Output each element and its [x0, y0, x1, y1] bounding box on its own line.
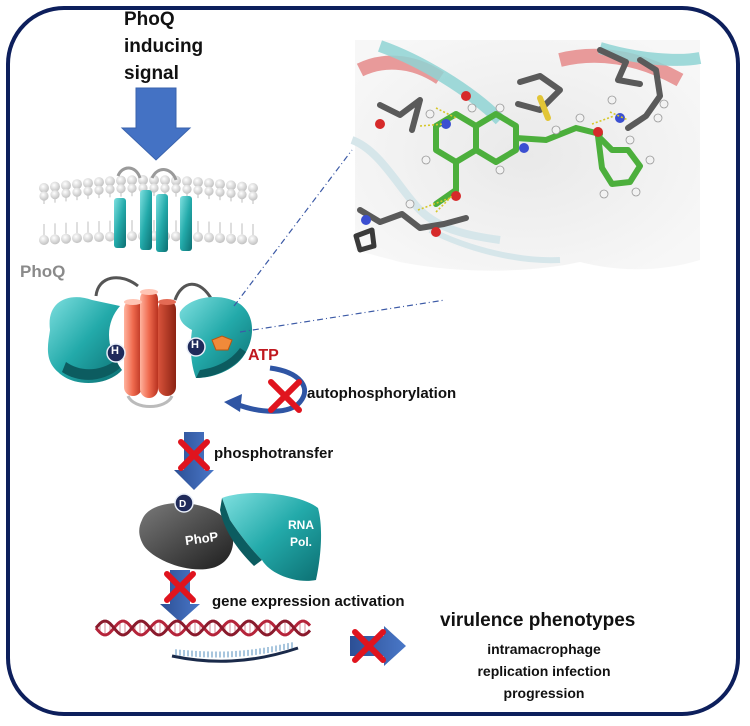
- inhibit-cross-gene-expression: [164, 571, 196, 603]
- virulence-arrow: [350, 626, 406, 666]
- gene-expression-arrow: [160, 570, 200, 622]
- rna-pol-line1: RNA: [288, 518, 314, 532]
- virulence-line2: replication infection: [477, 663, 611, 679]
- ligand-binding-inset: [350, 40, 702, 271]
- signal-label: PhoQ inducing signal: [124, 6, 203, 87]
- signal-arrow: [120, 87, 192, 161]
- signal-label-line1: PhoQ: [124, 9, 175, 30]
- autophosphorylation-arrow: [224, 365, 308, 414]
- histidine-label-left: H: [111, 345, 119, 357]
- phosphotransfer-label: phosphotransfer: [214, 445, 334, 462]
- inhibit-cross-autophosphorylation: [268, 379, 302, 413]
- histidine-label-right: H: [191, 339, 199, 351]
- virulence-line3: progression: [503, 685, 585, 701]
- zoom-lines: [233, 149, 446, 333]
- transmembrane-helices: [114, 166, 192, 252]
- dna-helix: [94, 619, 312, 637]
- signal-label-line2: inducing: [124, 36, 204, 57]
- aspartate-label: D: [179, 499, 187, 510]
- gene-expression-label: gene expression activation: [212, 593, 405, 610]
- phop-protein: [139, 493, 234, 570]
- rna-pol-line2: Pol.: [289, 535, 312, 549]
- inhibit-cross-virulence: [352, 629, 386, 663]
- phoq-kinase: [47, 276, 253, 408]
- atp-label: ATP: [248, 347, 279, 364]
- inhibit-cross-phosphotransfer: [178, 439, 210, 471]
- virulence-phenotypes-list: intramacrophage replication infection pr…: [440, 638, 648, 704]
- virulence-title: virulence phenotypes: [440, 610, 636, 631]
- signal-label-line3: signal: [124, 63, 179, 84]
- rna-polymerase: [220, 493, 322, 581]
- mrna-strand: [171, 642, 299, 663]
- phoq-label: PhoQ: [20, 262, 66, 281]
- virulence-line1: intramacrophage: [487, 641, 601, 657]
- autophosphorylation-label: autophosphorylation: [307, 385, 457, 402]
- rna-pol-label: RNA Pol.: [288, 517, 314, 551]
